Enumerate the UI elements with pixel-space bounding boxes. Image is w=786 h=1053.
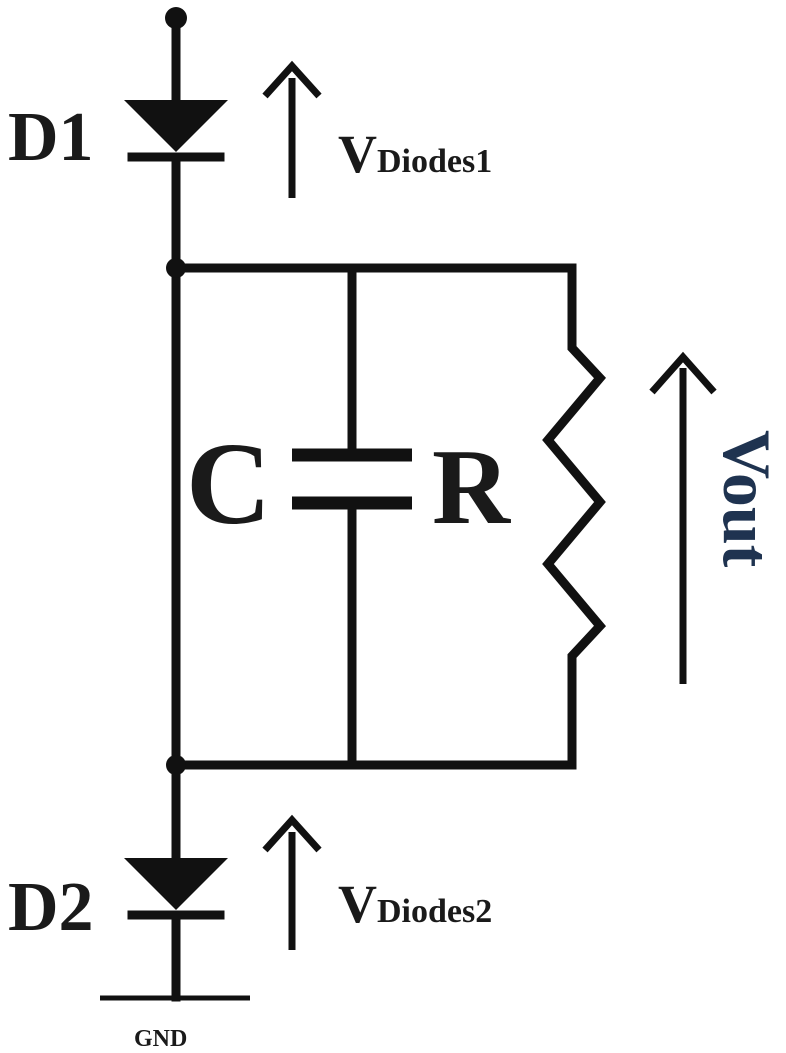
label-d1: D1 xyxy=(8,99,94,176)
arrow-v-diodes1 xyxy=(262,60,322,198)
node-top xyxy=(166,258,186,278)
resistor-r xyxy=(542,263,607,770)
resistor-zigzag xyxy=(542,263,607,770)
label-d2: D2 xyxy=(8,869,94,946)
label-v-diodes1: VDiodes1 xyxy=(338,124,492,184)
label-vout: Vout xyxy=(709,430,785,568)
label-r: R xyxy=(432,428,511,547)
label-c: C xyxy=(186,418,271,549)
label-gnd: GND xyxy=(134,1026,187,1052)
label-v-diodes2-main: V xyxy=(338,874,377,934)
arrow-v-diodes2 xyxy=(262,814,322,950)
capacitor-c xyxy=(292,263,412,770)
label-v-diodes1-main: V xyxy=(338,124,377,184)
label-v-diodes2-sub: Diodes2 xyxy=(377,893,492,930)
label-v-diodes2: VDiodes2 xyxy=(338,874,492,934)
diode-d1-triangle xyxy=(124,100,228,152)
diode-d1 xyxy=(124,100,228,162)
diode-d2-triangle xyxy=(124,858,228,910)
diode-d2 xyxy=(124,858,228,920)
arrow-vout xyxy=(649,351,717,684)
label-v-diodes1-sub: Diodes1 xyxy=(377,143,492,180)
